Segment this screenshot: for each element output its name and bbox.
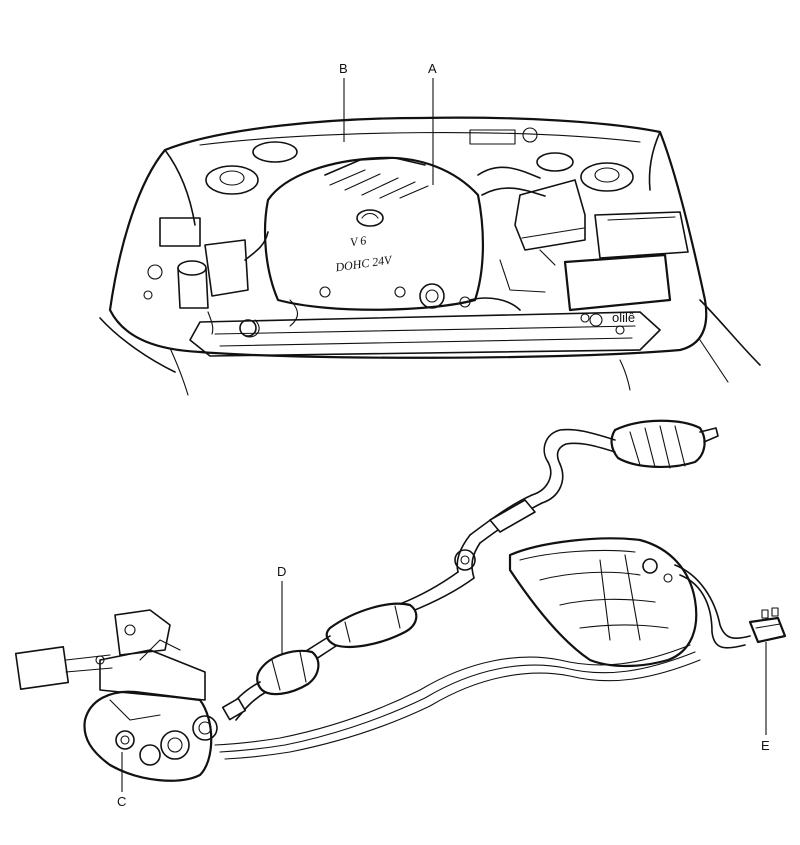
- callout-a: A: [428, 61, 437, 185]
- battery: [563, 253, 672, 312]
- callout-c-label: C: [117, 794, 126, 809]
- callout-e-label: E: [761, 738, 770, 753]
- engine-bay-illustration: V 6 DOHC 24V olilê: [99, 116, 761, 396]
- callout-a-label: A: [428, 61, 437, 76]
- engine-block: [83, 690, 213, 782]
- hyundai-emblem-icon: [356, 209, 384, 227]
- coolant-reservoir: [177, 267, 209, 309]
- fuel-tank: [508, 537, 698, 668]
- callout-c: C: [117, 752, 126, 809]
- callout-d-label: D: [277, 564, 286, 579]
- callout-d: D: [277, 564, 286, 655]
- battery-label-text: olilê: [612, 310, 635, 325]
- catalytic-converter: [256, 649, 320, 696]
- center-muffler: [325, 602, 418, 648]
- exhaust-and-fuel-illustration: [14, 419, 787, 782]
- callout-b: B: [339, 61, 348, 142]
- washer-reservoir: [204, 239, 249, 297]
- engine-badge-text: V 6: [349, 233, 367, 249]
- evap-connector: [748, 616, 787, 644]
- rear-muffler: [610, 419, 706, 469]
- callout-b-label: B: [339, 61, 348, 76]
- engine-cover: [263, 156, 485, 311]
- engine-sensor: [14, 646, 70, 690]
- front-crossmember: [189, 311, 661, 357]
- hood-opening-outline: [108, 116, 708, 359]
- air-filter-box: [514, 179, 586, 251]
- callout-e: E: [761, 642, 770, 753]
